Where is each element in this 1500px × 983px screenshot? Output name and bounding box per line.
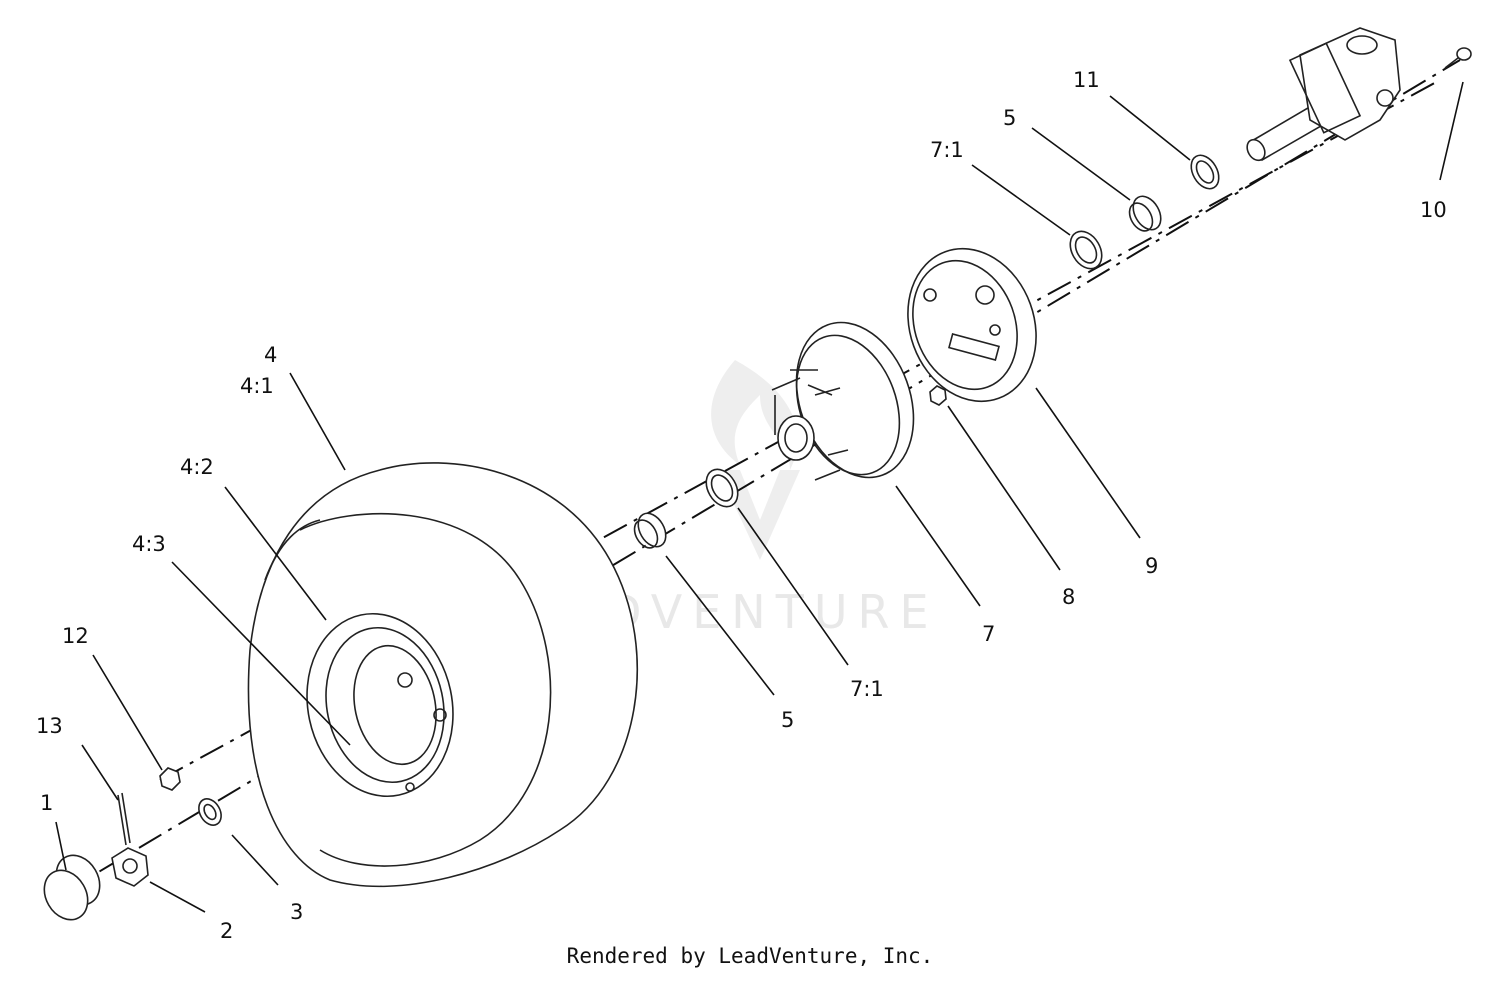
callout-2: 2	[220, 919, 233, 943]
hex-nut	[929, 385, 947, 406]
lug-nut	[159, 767, 181, 791]
callouts: 1 2 3 4 4:1 4:2 4:3 12 13 5 7:1 7 8 9 7:…	[36, 68, 1447, 943]
bearing-cone-lower	[633, 512, 667, 549]
callout-4-3: 4:3	[132, 532, 166, 556]
cotter-pin	[117, 792, 131, 846]
callout-7-1-lower: 7:1	[850, 677, 884, 701]
wheel-tire	[247, 462, 639, 888]
spindle	[1246, 27, 1401, 162]
footer-credit: Rendered by LeadVenture, Inc.	[566, 944, 934, 968]
hub-cap	[43, 854, 101, 921]
callout-4-1: 4:1	[240, 374, 274, 398]
callout-4-2: 4:2	[180, 455, 214, 479]
hub-drum	[771, 321, 915, 481]
callout-11: 11	[1073, 68, 1100, 92]
callout-7: 7	[982, 622, 995, 646]
callout-1: 1	[40, 791, 53, 815]
callout-8: 8	[1062, 585, 1075, 609]
callout-9: 9	[1145, 554, 1158, 578]
callout-10: 10	[1420, 198, 1447, 222]
castle-nut	[111, 847, 149, 887]
callout-4: 4	[264, 343, 277, 367]
callout-5-upper: 5	[1003, 106, 1016, 130]
bearing-cone-upper	[1128, 195, 1162, 232]
brake-assembly	[907, 247, 1037, 403]
callout-5-lower: 5	[781, 708, 794, 732]
callout-7-1-upper: 7:1	[930, 138, 964, 162]
seal	[1190, 154, 1220, 190]
bearing-cup-lower	[705, 468, 739, 508]
callout-3: 3	[290, 900, 303, 924]
washer	[198, 798, 222, 826]
axis-line-lower	[59, 59, 1461, 896]
callout-13: 13	[36, 714, 63, 738]
leader-lines	[55, 81, 1464, 913]
bearing-cup-upper	[1069, 230, 1103, 270]
callout-12: 12	[62, 624, 89, 648]
bolt	[1444, 47, 1472, 69]
